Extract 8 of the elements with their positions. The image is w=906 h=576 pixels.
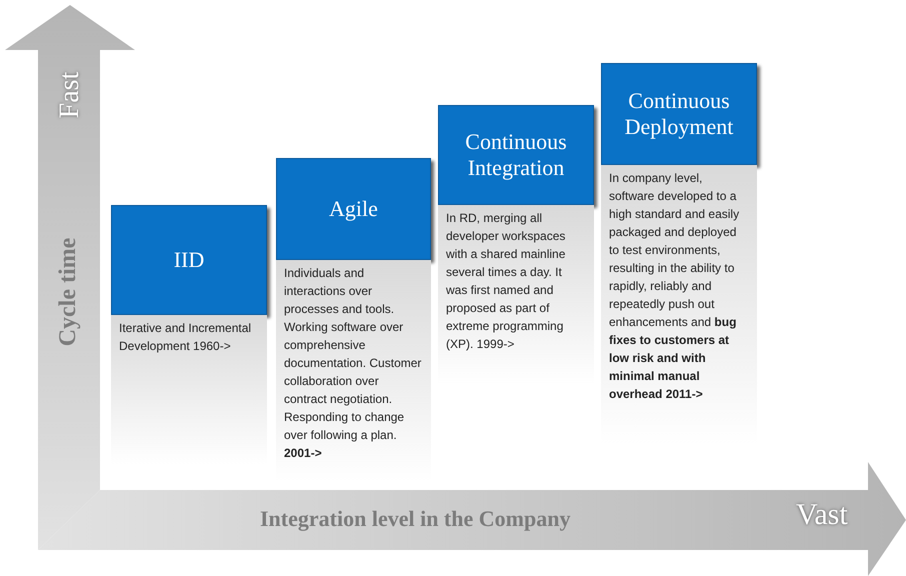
axis-title: Integration level in the Company <box>260 508 570 530</box>
axis-label: Vast <box>796 500 848 530</box>
axis-label: Fast <box>56 72 84 118</box>
axis-title: Cycle time <box>56 238 80 346</box>
step-header: Continuous Deployment <box>601 63 757 165</box>
step-header: IID <box>111 205 267 315</box>
step-header: Continuous Integration <box>438 105 594 205</box>
step-header: Agile <box>276 158 431 260</box>
